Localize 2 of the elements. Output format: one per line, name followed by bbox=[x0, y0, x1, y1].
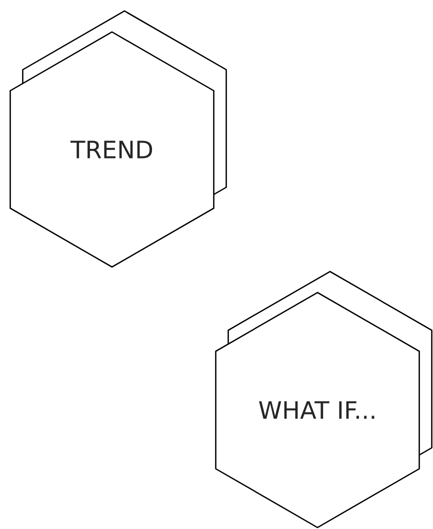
stacked-hexagon: WHAT IF... bbox=[215, 270, 432, 528]
stacked-hexagon: TREND bbox=[10, 10, 227, 268]
